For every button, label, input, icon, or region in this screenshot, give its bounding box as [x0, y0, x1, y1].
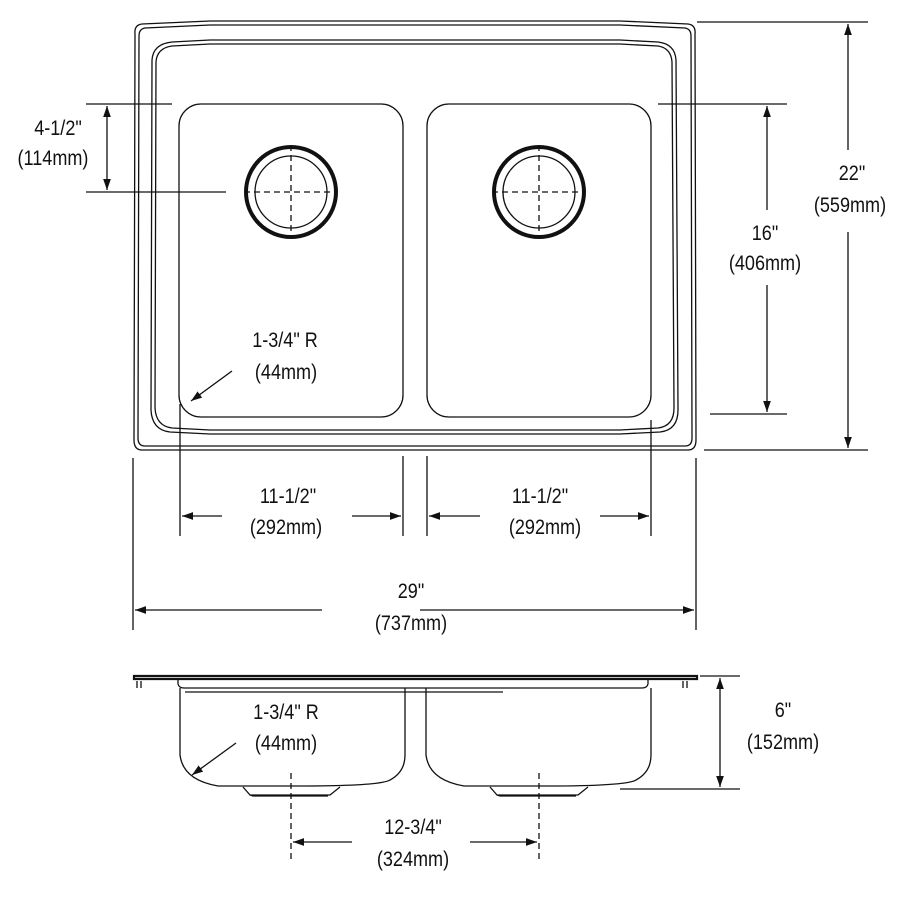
depth-imperial: 6"	[775, 699, 791, 723]
drain-spacing-imperial: 12-3/4"	[384, 816, 442, 840]
right-drain-icon	[492, 145, 586, 239]
bowl-length-imperial: 16"	[752, 222, 779, 246]
left-bowl-width-imperial: 11-1/2"	[260, 485, 316, 509]
overall-length-metric: (559mm)	[814, 194, 886, 218]
side-right-bowl	[425, 688, 652, 787]
left-bowl-width-metric: (292mm)	[250, 516, 322, 540]
right-bowl	[426, 103, 652, 418]
corner-radius-metric: (44mm)	[255, 361, 317, 385]
sink-outer-rim	[133, 20, 697, 451]
side-corner-radius-callout: 1-3/4" R (44mm)	[191, 701, 319, 776]
drain-spacing-metric: (324mm)	[377, 848, 449, 872]
overall-length-imperial: 22"	[839, 162, 866, 186]
drain-offset-metric: (114mm)	[18, 147, 89, 171]
right-bowl-width-dimension: 11-1/2" (292mm)	[429, 485, 649, 540]
right-bowl-width-imperial: 11-1/2"	[512, 485, 568, 509]
bowl-length-metric: (406mm)	[729, 252, 801, 276]
corner-radius-callout: 1-3/4" R (44mm)	[190, 329, 318, 402]
drain-offset-imperial: 4-1/2"	[34, 117, 82, 141]
overall-width-metric: (737mm)	[375, 612, 447, 636]
overall-length-dimension: 22" (559mm)	[697, 21, 886, 451]
left-bowl-width-dimension: 11-1/2" (292mm)	[182, 485, 401, 540]
bowl-length-dimension: 16" (406mm)	[658, 103, 801, 415]
top-view: 4-1/2" (114mm) 16" (406mm) 22" (559mm) 1…	[18, 20, 886, 636]
depth-metric: (152mm)	[747, 731, 819, 755]
drain-offset-dimension: 4-1/2" (114mm)	[18, 103, 226, 193]
corner-radius-imperial: 1-3/4" R	[252, 329, 318, 353]
depth-dimension: 6" (152mm)	[620, 675, 819, 790]
right-bowl-width-metric: (292mm)	[509, 516, 581, 540]
left-drain-icon	[244, 145, 338, 239]
left-bowl	[178, 103, 404, 418]
overall-width-dimension: 29" (737mm)	[132, 458, 697, 636]
side-left-bowl	[179, 688, 406, 787]
side-flange	[132, 674, 699, 681]
sink-inner-deck	[150, 39, 679, 435]
side-view: 1-3/4" R (44mm) 6" (152mm) 12-3/4" (324m…	[132, 674, 819, 872]
drain-spacing-dimension: 12-3/4" (324mm)	[293, 816, 537, 872]
side-corner-radius-imperial: 1-3/4" R	[253, 701, 319, 725]
overall-width-imperial: 29"	[398, 580, 425, 604]
side-corner-radius-metric: (44mm)	[255, 732, 317, 756]
